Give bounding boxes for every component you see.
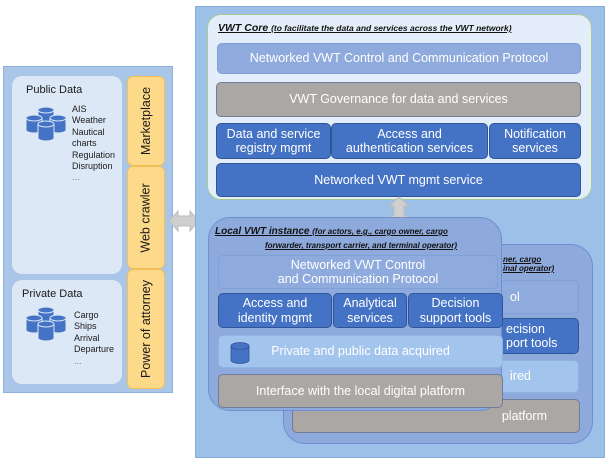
channel-web-crawler: Web crawler (127, 166, 165, 269)
channel-label: Marketplace (139, 86, 153, 156)
public-data-item: Nautical (72, 126, 105, 137)
private-data-item: Cargo (74, 310, 99, 320)
channel-marketplace: Marketplace (127, 76, 165, 166)
protocol-line: and Communication Protocol (277, 272, 439, 286)
channel-label: Power of attorney (139, 280, 153, 378)
public-data-item: Weather (72, 115, 106, 126)
private-data-item: ... (74, 355, 82, 366)
core-protocol-box: Networked VWT Control and Communication … (217, 43, 581, 74)
local-vwt-title-text: Local VWT instance (215, 226, 310, 237)
service-line: Access and (377, 126, 442, 141)
core-mgmt-service: Networked VWT mgmt service (216, 163, 581, 197)
public-data-item: charts (72, 138, 97, 149)
public-data-item: ... (72, 172, 80, 183)
public-data-list: AIS Weather Nautical charts Regulation D… (72, 104, 115, 184)
core-governance-box: VWT Governance for data and services (216, 82, 581, 117)
local-interface-box: Interface with the local digital platfor… (218, 374, 503, 408)
private-data-item: Departure (74, 344, 115, 355)
service-line: port tools (506, 336, 558, 350)
vwt-core-subtitle: (to facilitate the data and services acr… (271, 23, 512, 33)
database-icon (230, 342, 250, 364)
private-data-list: Cargo Ships Arrival Departure ... (74, 310, 114, 367)
service-line: services (347, 310, 393, 325)
public-data-item: Disruption (72, 161, 113, 172)
local-back-subtitle-line: inal operator) (503, 264, 555, 273)
service-line: ecision (506, 321, 545, 336)
service-line: Access and (242, 296, 308, 310)
local-data-label: Private and public data acquired (271, 344, 450, 359)
database-cluster-icon (25, 106, 67, 142)
local-data-box: Private and public data acquired (218, 335, 503, 368)
service-line: Notification (504, 126, 566, 141)
public-data-title: Public Data (26, 84, 83, 96)
private-data-item: Ships (74, 321, 97, 332)
local-back-subtitle-line: ner, cargo (503, 255, 542, 264)
service-line: support tools (419, 310, 492, 325)
local-vwt-subtitle-line2: forwarder, transport carrier, and termin… (265, 241, 458, 250)
private-data-item: Arrival (74, 332, 100, 343)
vwt-core-title: VWT Core (to facilitate the data and ser… (218, 22, 512, 34)
local-back-subtitle: ner, cargo inal operator) (503, 255, 554, 273)
public-data-item: AIS (72, 104, 87, 114)
vwt-core-title-text: VWT Core (218, 22, 269, 34)
protocol-line: Networked VWT Control (290, 257, 426, 272)
service-line: registry mgmt (235, 141, 312, 155)
channel-power-of-attorney: Power of attorney (127, 269, 165, 389)
local-vwt-subtitle-line2-wrap: forwarder, transport carrier, and termin… (265, 240, 457, 251)
private-data-title: Private Data (22, 288, 83, 300)
channel-label: Web crawler (139, 182, 154, 253)
public-data-item: Regulation (72, 149, 116, 160)
service-line: authentication services (345, 141, 474, 155)
local-vwt-subtitle: (for actors, e.g., cargo owner, cargo (312, 227, 448, 236)
private-data-card: Private Data Cargo Ships Arrival Departu… (12, 280, 122, 384)
service-line: Data and service (226, 126, 321, 141)
service-line: services (512, 141, 558, 155)
public-data-card: Public Data AIS Weather Nautical charts … (12, 76, 122, 274)
database-cluster-icon (25, 306, 67, 342)
service-line: Decision (431, 296, 480, 310)
service-line: identity mgmt (237, 310, 313, 325)
service-line: Analytical (343, 296, 397, 310)
local-vwt-title: Local VWT instance (for actors, e.g., ca… (215, 226, 448, 237)
